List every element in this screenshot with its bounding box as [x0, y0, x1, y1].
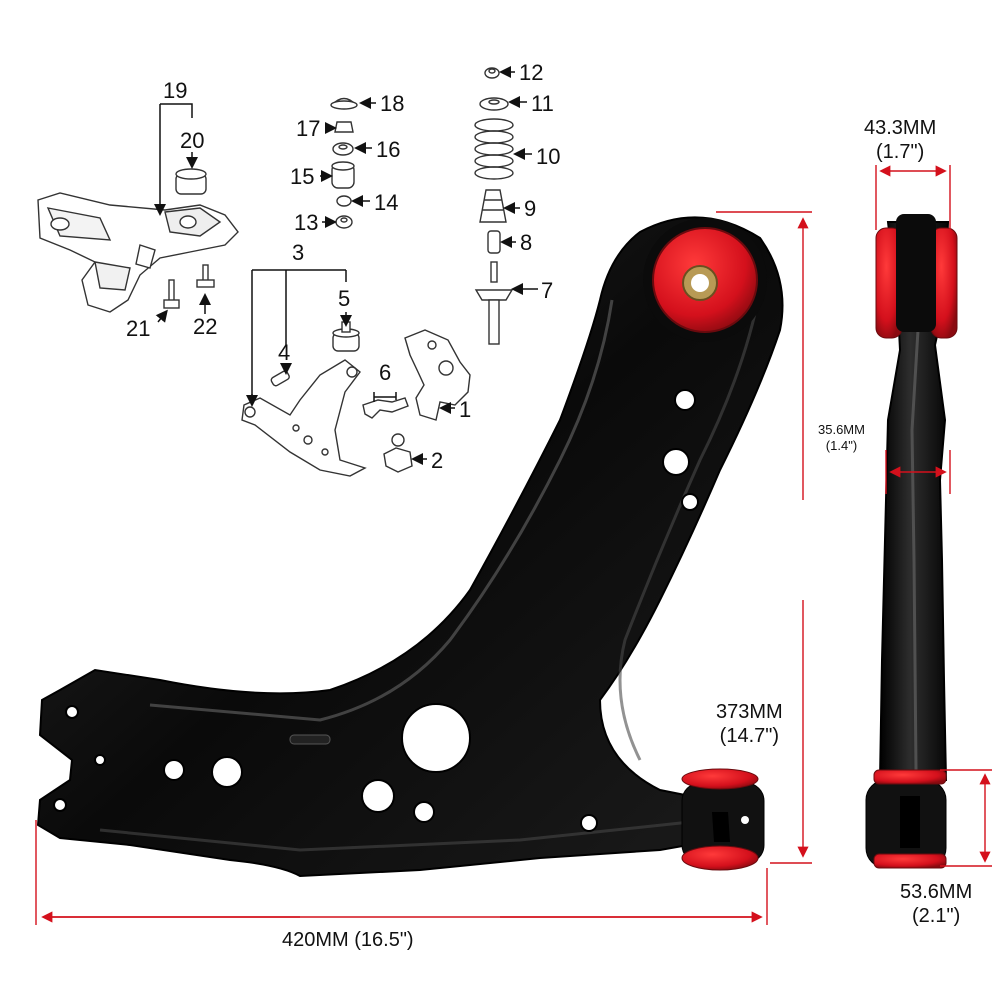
- bushing-part-15: [331, 161, 355, 189]
- washer-part-13: [335, 215, 353, 229]
- callout-15: 15: [290, 164, 315, 189]
- dimension-mid-width-in: (1.4"): [825, 438, 858, 453]
- exploded-parts-diagram: [37, 67, 514, 477]
- callout-11: 11: [531, 91, 554, 116]
- dimension-rear-width-in: (2.1"): [912, 905, 961, 927]
- strut-part-7: [474, 261, 514, 345]
- dimension-top-width-in: (1.7"): [876, 141, 925, 163]
- dimension-lines: [35, 165, 992, 925]
- washer-part-14: [336, 195, 352, 207]
- bushing-part-5: [332, 321, 360, 352]
- bolt-part-22: [196, 264, 215, 288]
- cap-part-18: [330, 97, 358, 110]
- bump-stop-part-8: [487, 230, 501, 254]
- mount-part-11: [479, 97, 509, 111]
- dimension-top-width-mm: 43.3MM: [864, 117, 937, 139]
- dimension-height-label: 373MM (14.7"): [716, 700, 783, 748]
- dimension-rear-width-mm: 53.6MM: [900, 881, 973, 903]
- dimension-length-label: 420MM (16.5"): [282, 929, 414, 951]
- callout-9: 9: [524, 196, 537, 221]
- ball-joint-part-2: [383, 433, 413, 473]
- dimension-height-in: (14.7"): [719, 725, 780, 747]
- dimension-height-mm: 373MM: [716, 701, 783, 723]
- callout-18: 18: [380, 91, 405, 116]
- callout-5: 5: [338, 286, 351, 311]
- subframe-part: [37, 192, 239, 313]
- dimension-top-width-label: 43.3MM (1.7"): [864, 116, 936, 164]
- callout-12: 12: [519, 60, 544, 85]
- dimension-rear-width-label: 53.6MM (2.1"): [900, 880, 972, 928]
- callout-10: 10: [536, 144, 561, 169]
- callout-2: 2: [431, 448, 444, 473]
- front-bushing: [643, 218, 767, 342]
- callout-19: 19: [163, 78, 188, 103]
- callout-1: 1: [459, 397, 472, 422]
- callout-14: 14: [374, 190, 399, 215]
- link-part-6: [362, 397, 409, 419]
- callout-leaders: [154, 66, 538, 465]
- callout-8: 8: [520, 230, 533, 255]
- control-arm-main: [36, 216, 784, 878]
- callout-13: 13: [294, 210, 319, 235]
- control-arm-side-view: [865, 214, 958, 869]
- callout-17: 17: [296, 116, 321, 141]
- callout-20: 20: [180, 128, 205, 153]
- boot-part-9: [479, 189, 507, 223]
- pin-part-4: [270, 370, 290, 387]
- callout-4: 4: [278, 340, 291, 365]
- callout-22: 22: [193, 314, 218, 339]
- washer-part-16: [332, 142, 354, 156]
- nut-part-17: [334, 121, 354, 133]
- bolt-part-21: [163, 279, 180, 309]
- nut-part-12: [484, 67, 500, 79]
- callout-6: 6: [379, 360, 392, 385]
- control-arm-part-3: [241, 359, 367, 477]
- spring-part-10: [474, 118, 514, 180]
- rear-bushing: [681, 768, 765, 871]
- dimension-mid-width-mm: 35.6MM: [818, 422, 865, 437]
- callout-3: 3: [292, 240, 305, 265]
- bushing-part-20: [175, 168, 207, 195]
- callout-21: 21: [126, 316, 151, 341]
- callout-16: 16: [376, 137, 401, 162]
- callout-7: 7: [541, 278, 554, 303]
- dimension-mid-width-label: 35.6MM (1.4"): [818, 422, 865, 454]
